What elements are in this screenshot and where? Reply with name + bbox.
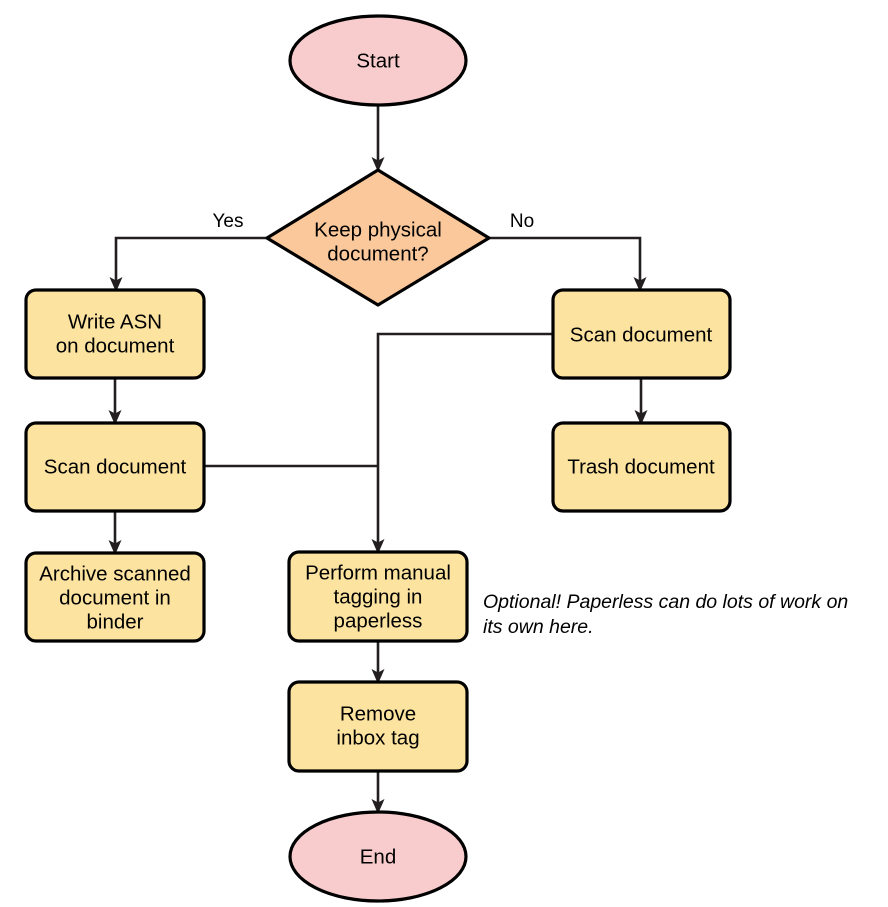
node-scan-document-left[interactable]: Scan document	[24, 421, 206, 513]
scan-document-left-label: Scan document	[44, 455, 187, 478]
trash-document-label: Trash document	[567, 455, 715, 478]
edge-spine-arrowhead	[371, 539, 385, 554]
node-start[interactable]: Start	[288, 14, 468, 107]
tagging-label-line1: Perform manual	[305, 561, 451, 584]
edge-decision-to-scan-right	[489, 236, 647, 292]
decision-diamond-shape	[265, 168, 491, 307]
end-ellipse-shape	[288, 810, 468, 903]
remove-inbox-label-line1: Remove	[340, 702, 416, 725]
node-archive-scanned-document[interactable]: Archive scanned document in binder	[24, 551, 206, 643]
edge-remove-inbox-to-end	[371, 771, 385, 814]
end-label: End	[360, 845, 396, 868]
note-optional-line1: Optional! Paperless can do lots of work …	[483, 591, 848, 613]
remove-inbox-label-line2: inbox tag	[336, 726, 419, 749]
decision-label-line2: document?	[327, 242, 428, 265]
node-remove-inbox-tag[interactable]: Remove inbox tag	[287, 680, 469, 773]
edge-decision-to-write-asn	[109, 236, 267, 292]
node-write-asn[interactable]: Write ASN on document	[24, 288, 206, 380]
node-end[interactable]: End	[288, 810, 468, 903]
start-ellipse-shape	[288, 14, 468, 107]
node-perform-manual-tagging[interactable]: Perform manual tagging in paperless	[287, 550, 469, 643]
decision-label-line1: Keep physical	[314, 218, 442, 241]
note-optional-paperless: Optional! Paperless can do lots of work …	[483, 591, 848, 638]
scan-document-right-label: Scan document	[570, 323, 713, 346]
archive-label-line2: document in	[59, 586, 171, 609]
note-optional-line2: its own here.	[483, 616, 594, 638]
start-label: Start	[356, 49, 400, 72]
edge-write-asn-to-scan-left	[108, 378, 122, 425]
remove-inbox-rect-shape	[287, 680, 469, 773]
edge-scan-right-to-trash	[634, 378, 648, 425]
edge-tagging-to-remove-inbox	[371, 641, 385, 684]
edge-start-to-decision	[371, 105, 385, 172]
write-asn-rect-shape	[24, 288, 206, 380]
write-asn-label-line1: Write ASN	[68, 310, 162, 333]
edge-layer	[108, 105, 648, 814]
write-asn-label-line2: on document	[56, 334, 175, 357]
tagging-label-line3: paperless	[334, 609, 423, 632]
archive-label-line1: Archive scanned	[39, 562, 191, 585]
node-scan-document-right[interactable]: Scan document	[551, 288, 732, 380]
edge-scan-left-to-archive	[108, 511, 122, 555]
scan-document-right-rect-shape	[551, 288, 732, 380]
scan-document-left-rect-shape	[24, 421, 206, 513]
node-trash-document[interactable]: Trash document	[551, 421, 732, 513]
tagging-rect-shape	[287, 550, 469, 643]
node-keep-physical-document-decision[interactable]: Keep physical document?	[265, 168, 491, 307]
edge-label-yes: Yes	[213, 211, 244, 232]
edge-label-no: No	[510, 211, 534, 232]
archive-label-line3: binder	[87, 610, 144, 633]
edge-scan-right-to-tagging	[376, 332, 553, 545]
tagging-label-line2: tagging in	[334, 585, 423, 608]
trash-document-rect-shape	[551, 421, 732, 513]
archive-rect-shape	[24, 551, 206, 643]
